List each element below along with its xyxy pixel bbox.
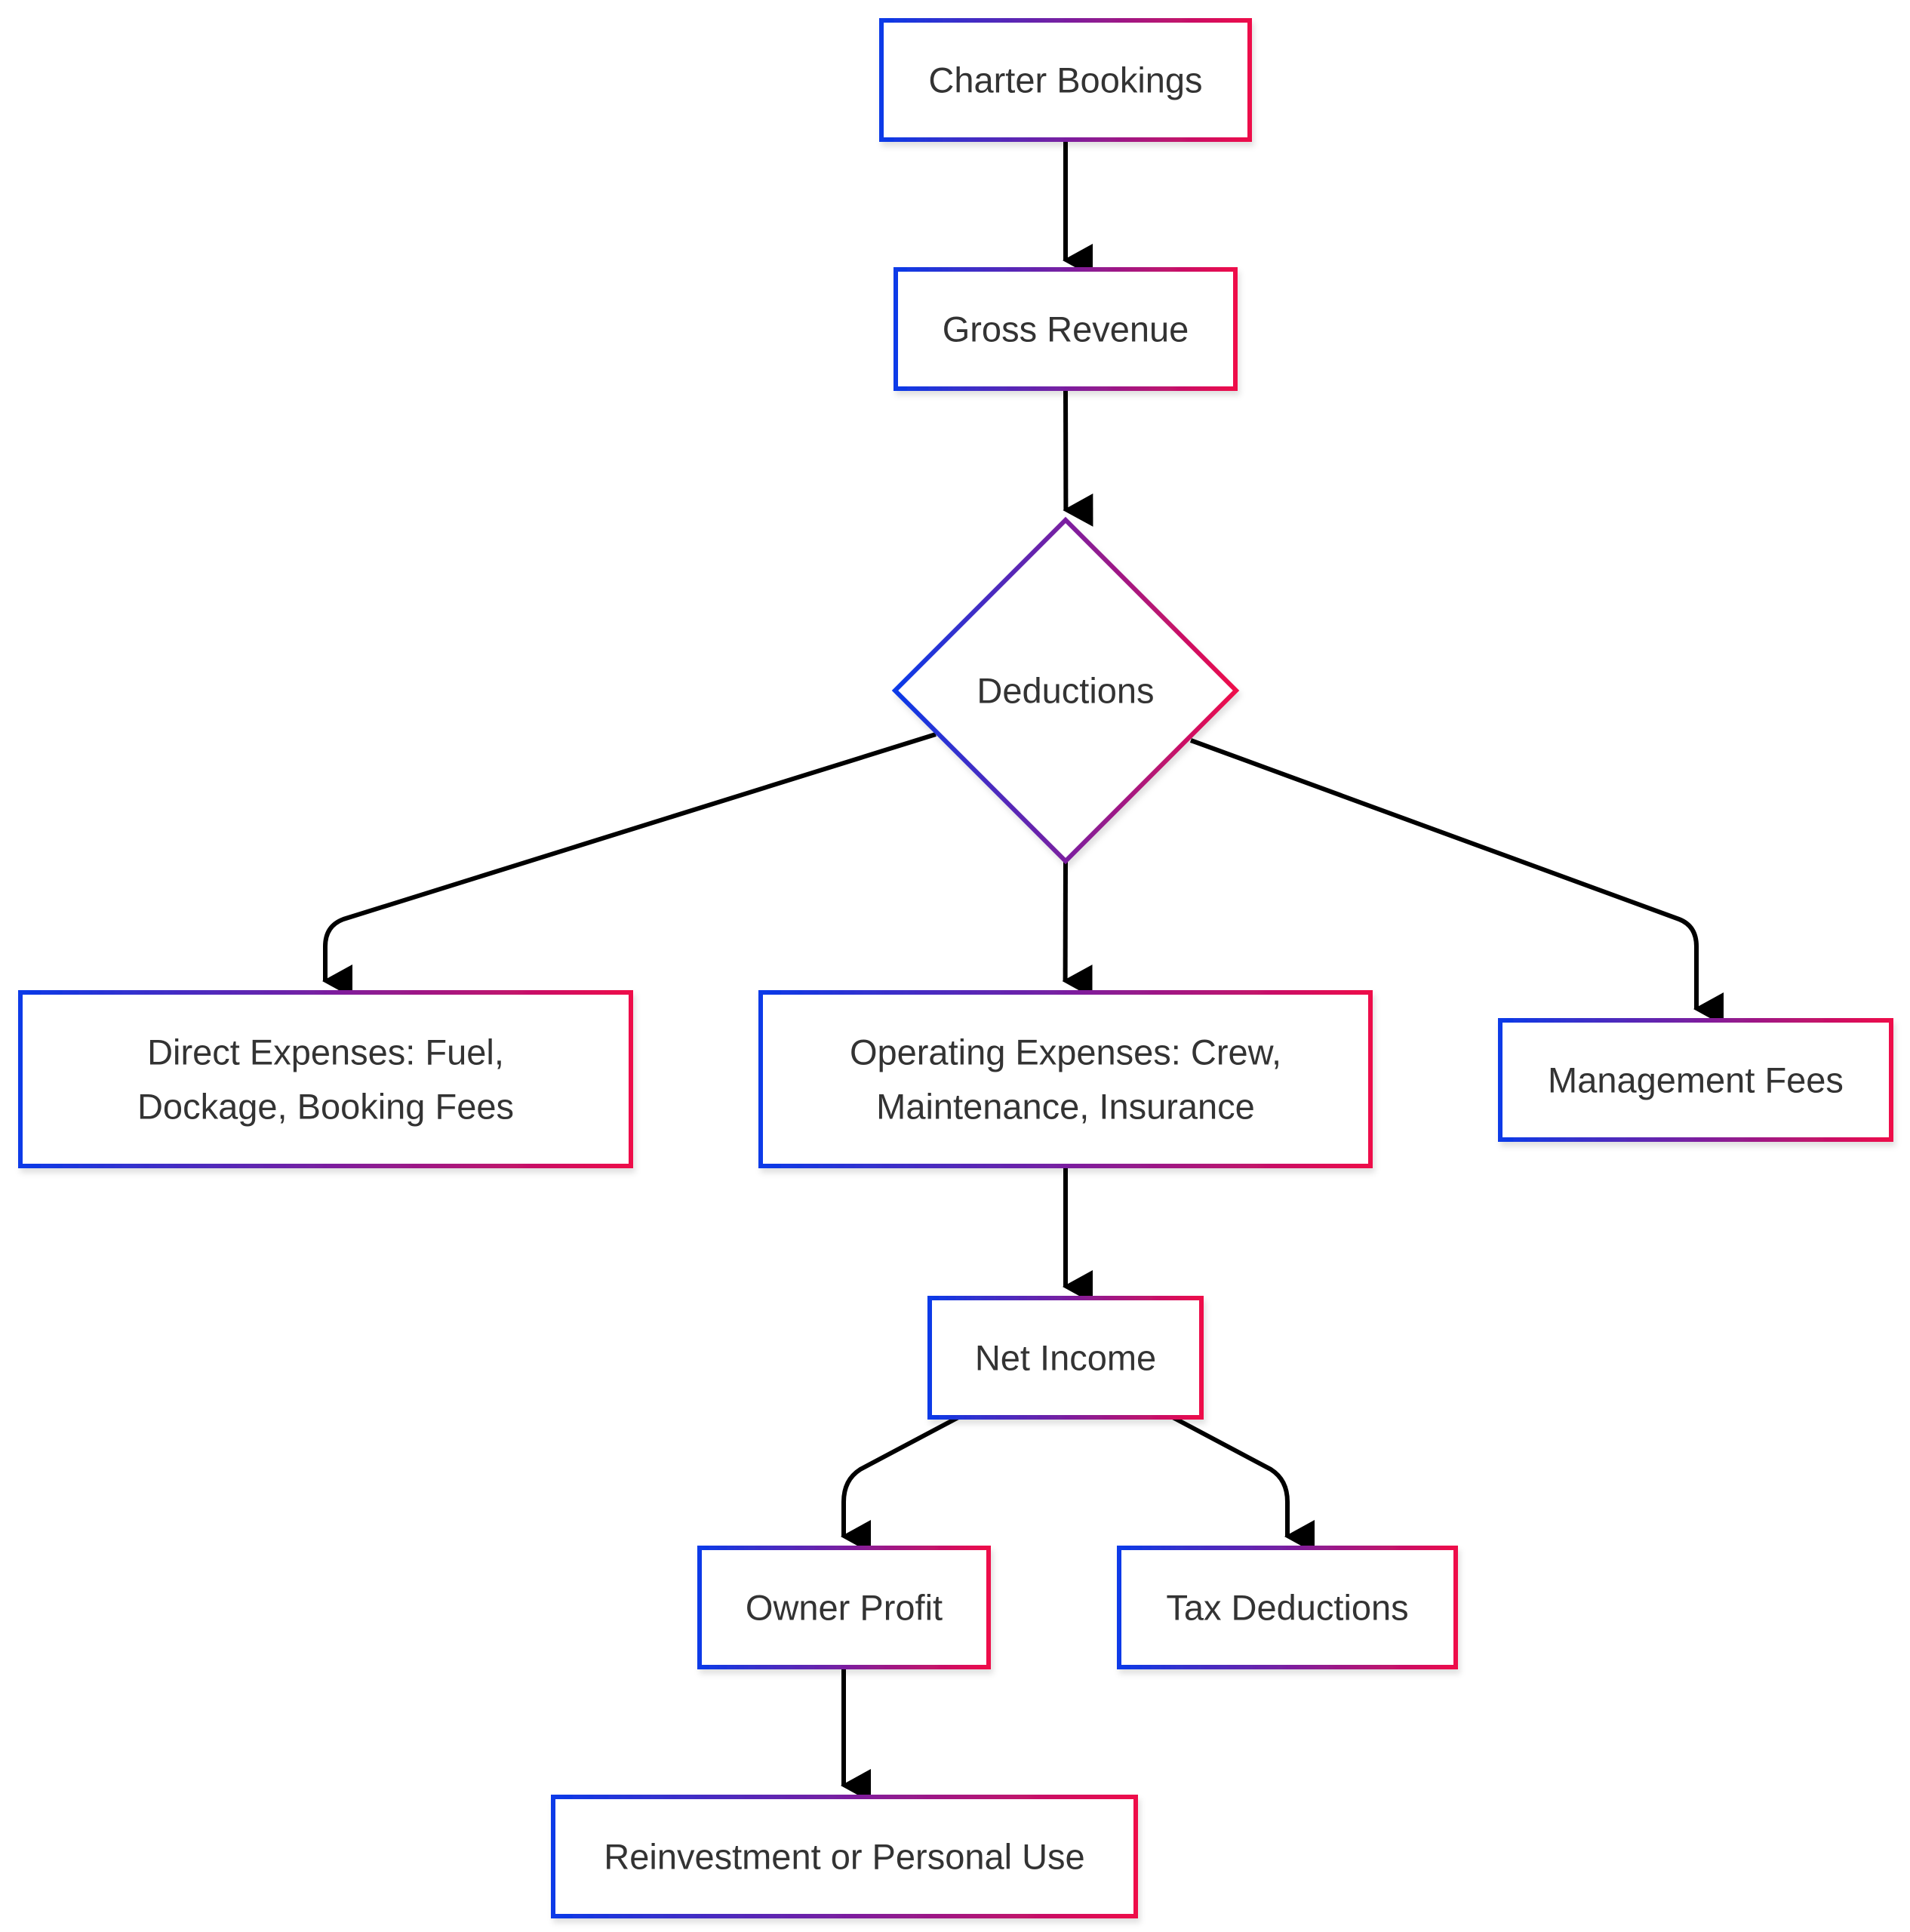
node-operating-expenses-box bbox=[758, 990, 1373, 1168]
node-direct-expenses-box bbox=[18, 990, 633, 1168]
edge-net-income-to-owner-profit bbox=[841, 1415, 960, 1553]
edge-deductions-to-direct-expenses bbox=[322, 732, 937, 998]
node-gross-revenue-label: Gross Revenue bbox=[943, 309, 1189, 349]
edge-deductions-to-management-fees bbox=[1189, 738, 1724, 1026]
node-charter-bookings-box bbox=[879, 18, 1252, 142]
node-operating-expenses-label-line-2: Maintenance, Insurance bbox=[876, 1087, 1255, 1127]
node-deductions-label: Deductions bbox=[977, 671, 1154, 711]
node-tax-deductions-box bbox=[1117, 1546, 1458, 1669]
node-gross-revenue[interactable]: Gross Revenue bbox=[893, 267, 1238, 391]
node-owner-profit[interactable]: Owner Profit bbox=[697, 1546, 991, 1669]
node-reinvestment-label: Reinvestment or Personal Use bbox=[604, 1837, 1084, 1877]
node-deductions-diamond bbox=[891, 516, 1240, 865]
node-operating-expenses[interactable]: Operating Expenses: Crew, Maintenance, In… bbox=[758, 990, 1373, 1168]
node-gross-revenue-box bbox=[893, 267, 1238, 391]
node-direct-expenses-label-line-2: Dockage, Booking Fees bbox=[137, 1087, 514, 1127]
node-reinvestment-box bbox=[551, 1795, 1138, 1918]
node-reinvestment[interactable]: Reinvestment or Personal Use bbox=[551, 1795, 1138, 1918]
edge-net-income-to-tax-deductions bbox=[1171, 1415, 1315, 1553]
node-operating-expenses-label-line-1: Operating Expenses: Crew, bbox=[850, 1032, 1281, 1072]
node-owner-profit-box bbox=[697, 1546, 991, 1669]
node-management-fees-label: Management Fees bbox=[1548, 1060, 1844, 1100]
node-deductions[interactable]: Deductions bbox=[891, 516, 1240, 865]
node-tax-deductions-label: Tax Deductions bbox=[1166, 1588, 1408, 1628]
node-owner-profit-label: Owner Profit bbox=[746, 1588, 943, 1628]
node-direct-expenses[interactable]: Direct Expenses: Fuel, Dockage, Booking F… bbox=[18, 990, 633, 1168]
node-management-fees[interactable]: Management Fees bbox=[1498, 1018, 1893, 1142]
node-management-fees-box bbox=[1498, 1018, 1893, 1142]
node-charter-bookings[interactable]: Charter Bookings bbox=[879, 18, 1252, 142]
edges bbox=[322, 140, 1724, 1802]
node-net-income-label: Net Income bbox=[975, 1338, 1156, 1378]
node-tax-deductions[interactable]: Tax Deductions bbox=[1117, 1546, 1458, 1669]
node-charter-bookings-label: Charter Bookings bbox=[928, 60, 1202, 100]
node-net-income-box bbox=[927, 1296, 1204, 1420]
node-direct-expenses-label-line-1: Direct Expenses: Fuel, bbox=[147, 1032, 504, 1072]
node-net-income[interactable]: Net Income bbox=[927, 1296, 1204, 1420]
